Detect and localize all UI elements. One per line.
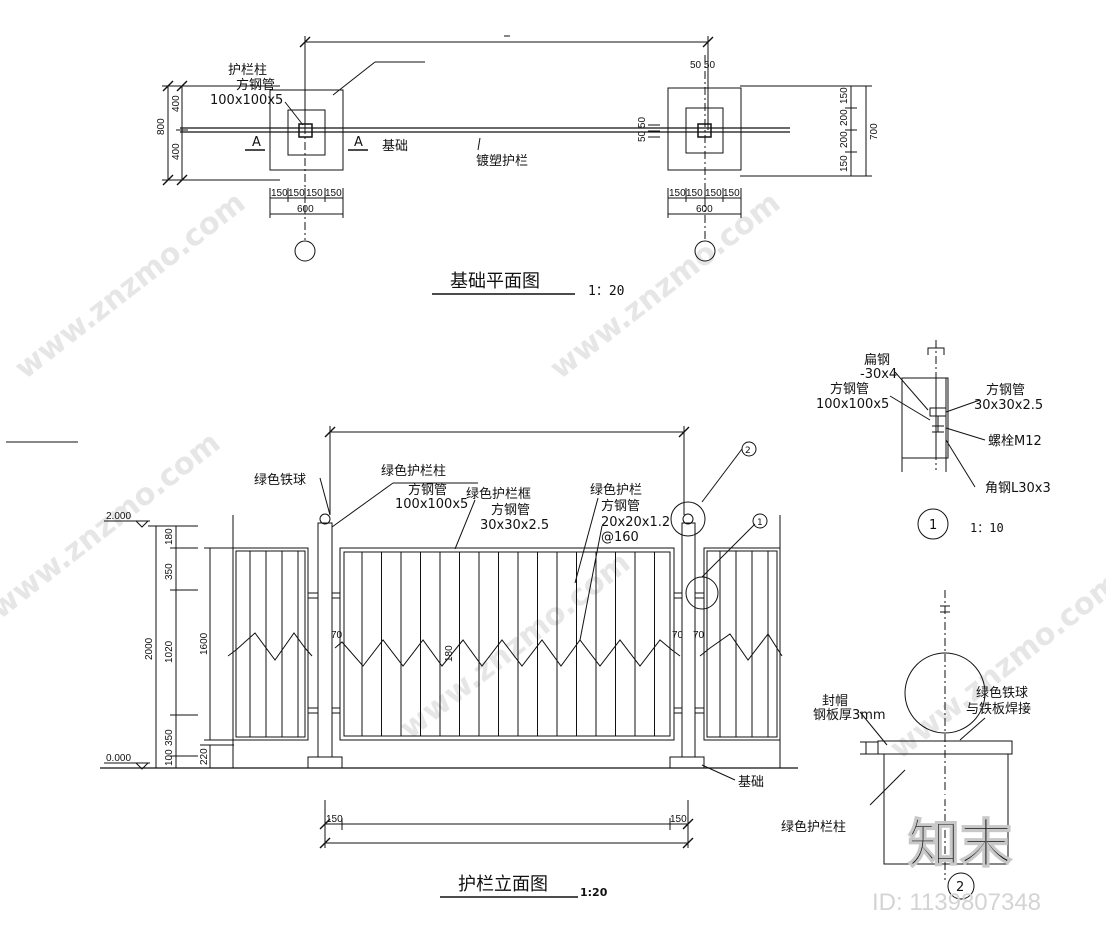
plan-title: 基础平面图 bbox=[450, 271, 540, 292]
elev-dim-total: 2000 bbox=[144, 637, 155, 660]
plan-dim-left-total: 800 bbox=[156, 118, 167, 135]
plan-dim-seg: 150 bbox=[325, 188, 342, 199]
elev-dim-seg: 1020 bbox=[164, 640, 175, 663]
elev-post-spec2: 100x100x5 bbox=[395, 497, 468, 512]
d2-plate: 钢板厚3mm bbox=[813, 708, 886, 723]
elev-dim-seg: 100 bbox=[164, 749, 175, 766]
plan-foundation-label: 基础 bbox=[382, 139, 408, 154]
plan-rail-label: 镀塑护栏 bbox=[476, 153, 528, 169]
d1-angle: 角钢L30x3 bbox=[985, 481, 1051, 496]
d2-ball2: 与铁板焊接 bbox=[966, 701, 1031, 717]
plan-dim-total: 600 bbox=[297, 204, 314, 215]
d2-cap: 封帽 bbox=[822, 693, 848, 709]
d1-tube-right-spec: 30x30x2.5 bbox=[974, 398, 1043, 413]
elev-post-label: 绿色护栏柱 bbox=[381, 463, 446, 479]
detail-1-annotations: 扁钢 -30x4 方钢管 100x100x5 方钢管 30x30x2.5 螺栓M… bbox=[816, 353, 1051, 535]
detail-2-annotations: 封帽 钢板厚3mm 绿色铁球 与铁板焊接 绿色护栏柱 2 bbox=[781, 685, 1031, 895]
plan-dim-seg: 150 bbox=[686, 188, 703, 199]
callout-number: 2 bbox=[745, 446, 751, 456]
plan-post-label: 护栏柱 bbox=[228, 63, 267, 78]
elev-frame-label: 绿色护栏框 bbox=[466, 486, 531, 502]
elev-dim-inner: 1600 bbox=[199, 632, 210, 655]
plan-dim-total: 600 bbox=[696, 204, 713, 215]
brand-logo-text: 知末 bbox=[908, 815, 1012, 875]
elev-dim-180: 180 bbox=[444, 645, 455, 662]
elev-rail-spec3: @160 bbox=[601, 530, 639, 545]
watermark-site-text: www.znzmo.com bbox=[393, 545, 637, 746]
detail-1-scale: 1：10 bbox=[970, 521, 1004, 535]
elev-ball-label: 绿色铁球 bbox=[254, 472, 306, 488]
plan-scale: 1：20 bbox=[588, 284, 624, 299]
elev-foundation-label: 基础 bbox=[738, 775, 764, 790]
watermark-site-text: www.znzmo.com bbox=[883, 565, 1106, 766]
elev-post-spec1: 方钢管 bbox=[408, 482, 447, 498]
plan-dim-right-seg: 200 bbox=[839, 109, 850, 126]
plan-post-spec2: 100x100x5 bbox=[210, 93, 283, 108]
elev-rail-spec2: 20x20x1.2 bbox=[601, 515, 670, 530]
elev-rail-label: 绿色护栏 bbox=[590, 482, 642, 498]
detail-2 bbox=[859, 590, 1013, 900]
d1-tube-left: 方钢管 bbox=[830, 381, 869, 397]
plan-dim-right-seg: 200 bbox=[839, 131, 850, 148]
elev-dim-70: 70 bbox=[672, 630, 684, 641]
d2-post: 绿色护栏柱 bbox=[781, 819, 846, 835]
brand-watermark: 知末 ID: 1139807348 bbox=[872, 814, 1041, 916]
plan-dim-seg: 150 bbox=[271, 188, 288, 199]
d1-bolt: 螺栓M12 bbox=[988, 434, 1042, 449]
plan-dim-right-small: 50 50 bbox=[637, 117, 648, 142]
railing-elevation bbox=[6, 426, 798, 898]
elev-dim-150: 150 bbox=[670, 814, 687, 825]
foundation-plan bbox=[162, 35, 872, 295]
plan-dim-seg: 150 bbox=[723, 188, 740, 199]
section-mark-a-right: A bbox=[354, 135, 363, 150]
plan-annotations: 护栏柱 方钢管 100x100x5 基础 镀塑护栏 A A 基础平面图 1：20… bbox=[156, 60, 880, 299]
d1-flat-spec: -30x4 bbox=[860, 367, 897, 382]
d1-flat-steel: 扁钢 bbox=[864, 353, 890, 368]
callout-number: 1 bbox=[757, 518, 763, 528]
watermark-layer: www.znzmo.com www.znzmo.com www.znzmo.co… bbox=[0, 185, 1106, 766]
watermark-site-text: www.znzmo.com bbox=[543, 185, 787, 386]
plan-dim-left-upper: 400 bbox=[171, 95, 182, 112]
plan-dim-right-total: 700 bbox=[869, 123, 880, 140]
image-id-text: ID: 1139807348 bbox=[872, 889, 1041, 916]
section-mark-a-left: A bbox=[252, 135, 261, 150]
detail-1 bbox=[889, 340, 986, 540]
d1-tube-right: 方钢管 bbox=[986, 382, 1025, 398]
elev-dim-70: 70 bbox=[693, 630, 705, 641]
plan-dim-right-seg: 150 bbox=[839, 155, 850, 172]
elev-frame-spec1: 方钢管 bbox=[491, 502, 530, 518]
elevation-annotations: 绿色铁球 绿色护栏柱 方钢管 100x100x5 绿色护栏框 方钢管 30x30… bbox=[106, 446, 764, 899]
elev-frame-spec2: 30x30x2.5 bbox=[480, 518, 549, 533]
plan-post-spec1: 方钢管 bbox=[236, 77, 275, 93]
elev-dim-150: 150 bbox=[326, 814, 343, 825]
plan-dim-seg: 150 bbox=[288, 188, 305, 199]
level-top: 2.000 bbox=[106, 511, 131, 522]
plan-dim-seg: 150 bbox=[705, 188, 722, 199]
elev-dim-seg: 180 bbox=[164, 528, 175, 545]
detail-1-number: 1 bbox=[929, 518, 937, 533]
elev-rail-spec1: 方钢管 bbox=[601, 498, 640, 514]
elev-dim-seg: 350 bbox=[164, 563, 175, 580]
elev-dim-base: 220 bbox=[199, 748, 210, 765]
elev-dim-seg: 350 bbox=[164, 729, 175, 746]
elevation-title: 护栏立面图 bbox=[458, 874, 548, 895]
elev-dim-70: 70 bbox=[331, 630, 343, 641]
elevation-scale: 1:20 bbox=[580, 886, 608, 899]
plan-dim-left-lower: 400 bbox=[171, 143, 182, 160]
plan-dim-seg: 150 bbox=[669, 188, 686, 199]
d2-ball1: 绿色铁球 bbox=[976, 685, 1028, 701]
plan-dim-right-seg: 150 bbox=[839, 87, 850, 104]
detail-2-number: 2 bbox=[956, 880, 964, 895]
plan-dim-seg: 150 bbox=[306, 188, 323, 199]
plan-dim-top-pair: 50 50 bbox=[690, 60, 715, 71]
d1-tube-left-spec: 100x100x5 bbox=[816, 397, 889, 412]
watermark-site-text: www.znzmo.com bbox=[8, 185, 252, 386]
level-ground: 0.000 bbox=[106, 753, 131, 764]
